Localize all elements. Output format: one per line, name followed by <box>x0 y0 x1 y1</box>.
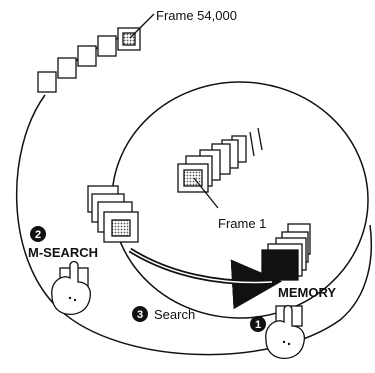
frame-last-label: Frame 54,000 <box>156 8 237 23</box>
frame-first-label: Frame 1 <box>218 216 266 231</box>
m-search-label: M-SEARCH <box>28 245 98 260</box>
m-search-button[interactable] <box>51 260 92 316</box>
frame-first-leader <box>193 177 219 209</box>
memory-label: MEMORY <box>278 285 336 300</box>
memory-frame-stack <box>261 223 311 281</box>
step-3-badge <box>132 306 148 322</box>
frame-last-leader <box>129 13 155 39</box>
step-3-number: 3 <box>137 309 143 321</box>
search-arrow-inner <box>129 249 273 284</box>
memory-button[interactable] <box>265 304 306 360</box>
pointing-hand-icon <box>265 304 306 360</box>
step-2-number: 2 <box>35 229 41 241</box>
step-1-number: 1 <box>255 319 261 331</box>
step-1-badge <box>250 316 266 332</box>
step-2-badge <box>30 226 46 242</box>
m-search-frame-stack <box>87 185 139 243</box>
center-frame-stack <box>177 127 263 193</box>
outer-disc-track <box>15 94 373 356</box>
outer-frame-stack <box>37 27 141 93</box>
search-label: Search <box>154 307 195 322</box>
pointing-hand-icon <box>51 260 92 316</box>
